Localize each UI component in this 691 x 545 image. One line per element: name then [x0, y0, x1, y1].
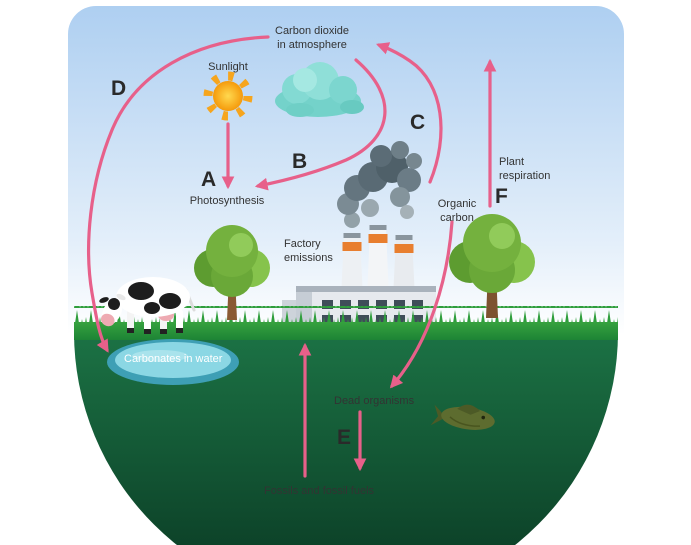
arrow-organic-to-dead: [389, 220, 454, 389]
arrow-d: [87, 35, 270, 353]
arrow-c: [375, 42, 443, 184]
factory-emissions-label: Factory emissions: [284, 238, 333, 265]
carbonates-water-label: Carbonates in water: [124, 353, 223, 365]
co2-atmosphere-label: Carbon dioxide in atmosphere: [275, 25, 349, 52]
dead-fish-icon: [430, 404, 495, 430]
smoke-icon: [337, 141, 422, 228]
marker-f: F: [495, 185, 508, 208]
sunlight-label: Sunlight: [208, 61, 248, 73]
marker-a: A: [201, 168, 217, 191]
grass: [74, 306, 618, 340]
arrow-b: [254, 58, 387, 191]
plant-respiration-label: Plant respiration: [499, 156, 551, 183]
cow-icon: [99, 277, 196, 334]
fossils-label: Fossils and fossil fuels: [264, 485, 375, 497]
cloud-icon: [275, 62, 364, 117]
marker-c: C: [410, 111, 426, 134]
marker-e: E: [337, 426, 352, 449]
organic-carbon-label: Organic carbon: [437, 198, 477, 225]
earth-ground: [74, 332, 618, 545]
tree-icon-right: [449, 214, 535, 318]
flow-arrows: [87, 35, 497, 478]
marker-b: B: [292, 150, 308, 173]
marker-d: D: [111, 77, 127, 100]
tree-icon-left: [194, 225, 270, 320]
sun-icon: [203, 71, 253, 121]
pond-icon: [107, 339, 239, 385]
dead-organisms-label: Dead organisms: [334, 395, 415, 407]
photosynthesis-label: Photosynthesis: [189, 195, 265, 207]
